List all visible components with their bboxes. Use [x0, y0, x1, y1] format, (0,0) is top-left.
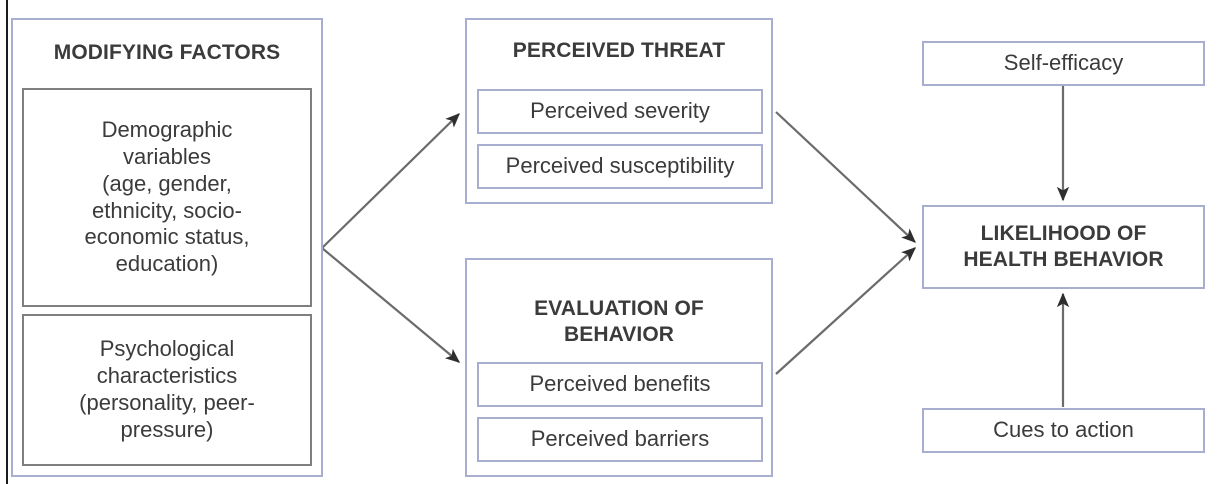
perceived-susceptibility-label: Perceived susceptibility: [505, 153, 735, 179]
arrow-modifying-to-evaluation: [321, 247, 461, 363]
box-self-efficacy[interactable]: Self-efficacy: [922, 41, 1205, 86]
arrow-perceived-threat-to-likelihood: [775, 111, 916, 243]
psychological-characteristics-label: Psychological characteristics (personali…: [79, 336, 255, 442]
arrow-evaluation-to-likelihood: [775, 247, 916, 375]
page-edge-rule: [6, 0, 8, 484]
box-cues-to-action[interactable]: Cues to action: [922, 408, 1205, 453]
perceived-benefits-label: Perceived benefits: [529, 371, 711, 397]
likelihood-of-health-behavior-label: LIKELIHOOD OF HEALTH BEHAVIOR: [963, 222, 1164, 271]
evaluation-of-behavior-heading: EVALUATION OF BEHAVIOR: [534, 297, 704, 346]
perceived-barriers-label: Perceived barriers: [530, 426, 710, 452]
self-efficacy-label: Self-efficacy: [1003, 50, 1124, 76]
perceived-threat-heading: PERCEIVED THREAT: [512, 39, 726, 62]
demographic-variables-label: Demographic variables (age, gender, ethn…: [84, 117, 250, 277]
box-perceived-susceptibility[interactable]: Perceived susceptibility: [477, 144, 763, 189]
box-psychological-characteristics[interactable]: Psychological characteristics (personali…: [22, 314, 312, 466]
box-perceived-benefits[interactable]: Perceived benefits: [477, 362, 763, 407]
perceived-severity-label: Perceived severity: [530, 98, 710, 124]
arrow-modifying-to-perceived-threat: [321, 113, 460, 249]
box-perceived-barriers[interactable]: Perceived barriers: [477, 417, 763, 462]
modifying-factors-heading: MODIFYING FACTORS: [53, 41, 281, 64]
cues-to-action-label: Cues to action: [993, 417, 1134, 443]
box-demographic-variables[interactable]: Demographic variables (age, gender, ethn…: [22, 88, 312, 307]
box-perceived-severity[interactable]: Perceived severity: [477, 89, 763, 134]
box-likelihood-of-health-behavior[interactable]: LIKELIHOOD OF HEALTH BEHAVIOR: [922, 205, 1205, 289]
